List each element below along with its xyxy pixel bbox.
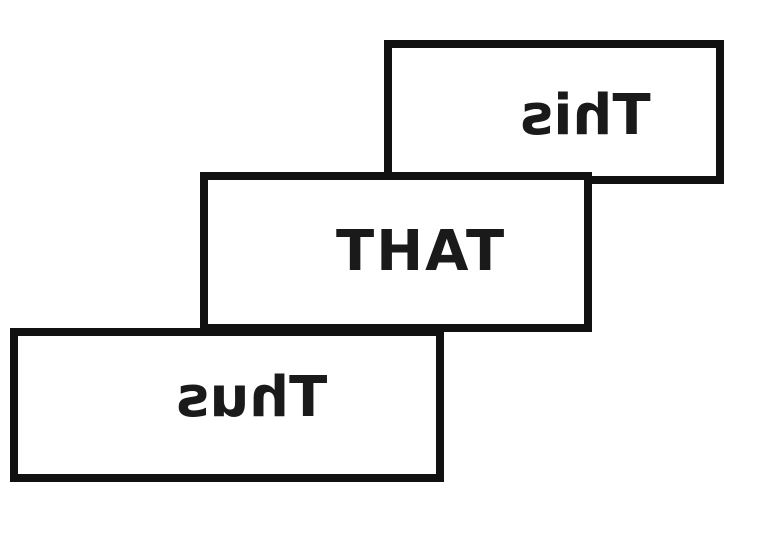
box-this: This xyxy=(384,40,724,184)
box-that: THAT xyxy=(200,172,592,332)
box-thus: Thus xyxy=(10,328,444,482)
label-this-mirrored: This xyxy=(520,83,651,148)
label-thus-mirrored: Thus xyxy=(176,365,328,430)
label-that: THAT xyxy=(336,219,507,284)
